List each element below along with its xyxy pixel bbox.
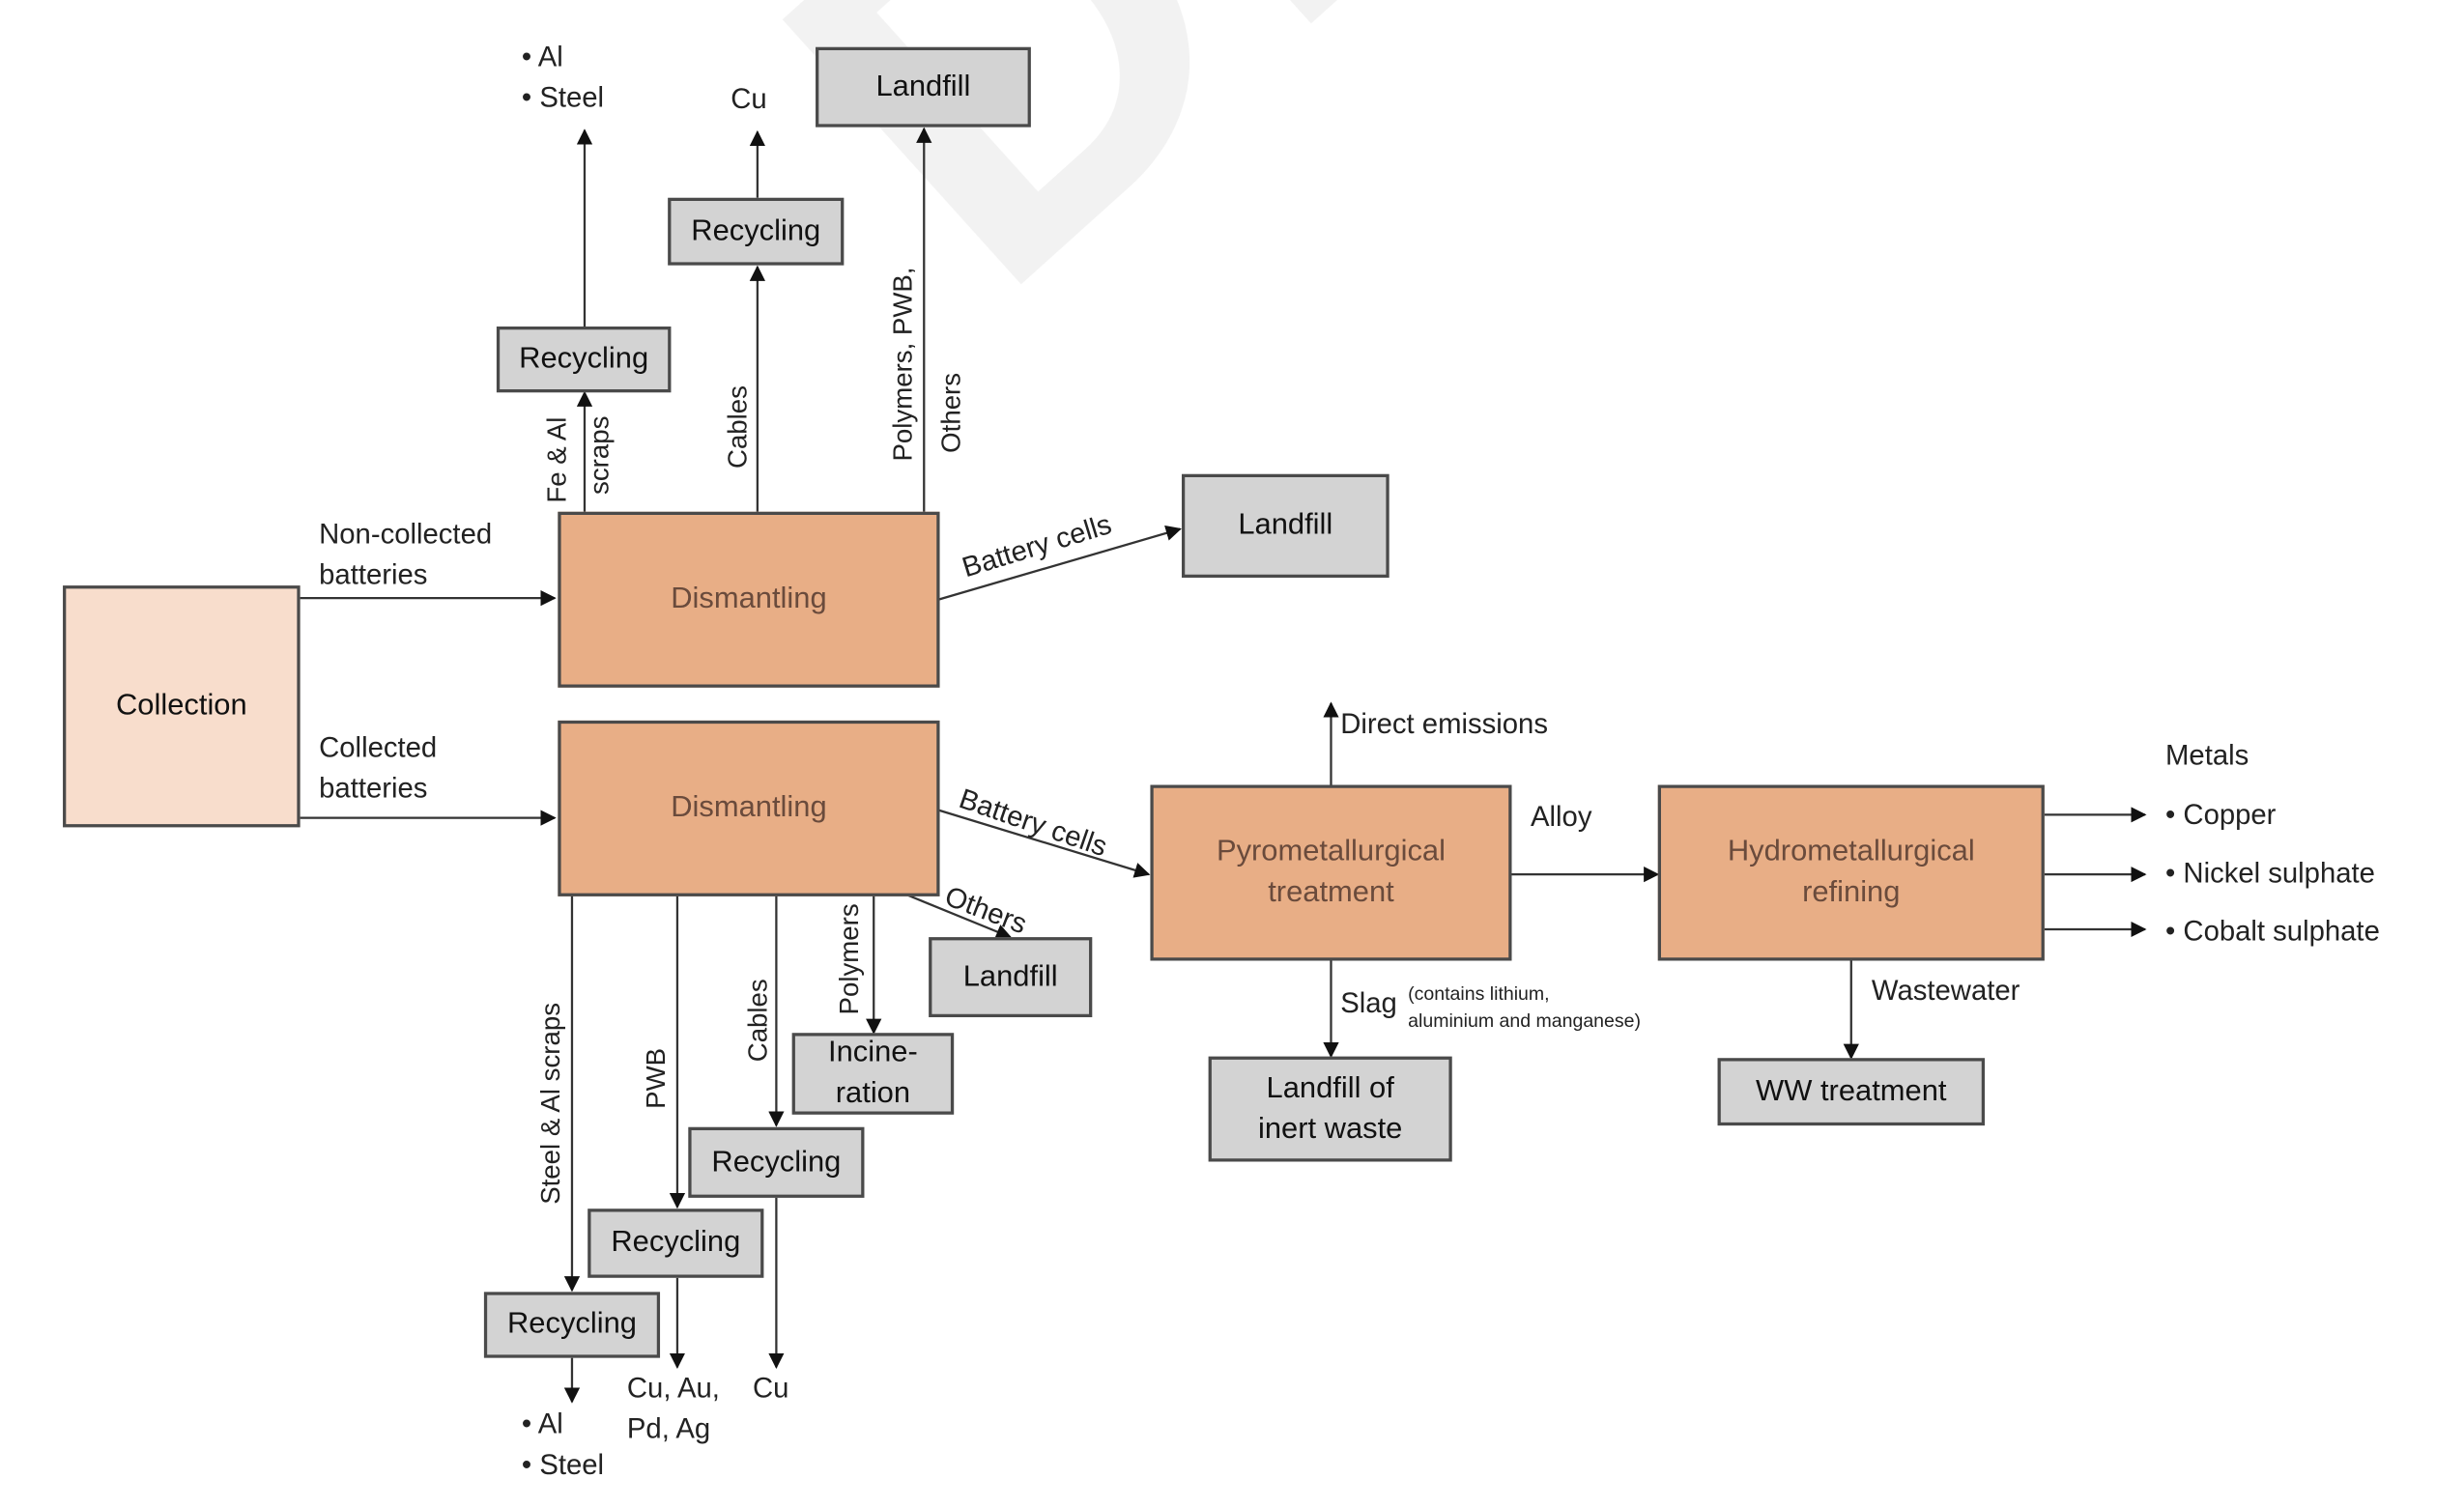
non-collected-label: Non-collected batteries [319,518,493,590]
pyro-line1: Pyrometallurgical [1216,835,1446,868]
collection-label: Collection [115,689,247,723]
dismantling-bottom-box: Dismantling [558,720,940,896]
bottom-precious-output: Cu, Au, Pd, Ag [626,1372,720,1444]
top-cu-output: Cu [731,83,767,115]
recycling-cables-bottom-label: Recycling [711,1145,842,1179]
metal-nickel-sulphate: • Nickel sulphate [2165,857,2375,889]
ww-treatment-label: WW treatment [1756,1074,1947,1108]
recycling-cables-top-label: Recycling [691,213,821,247]
bottom-cu-output: Cu [752,1372,789,1404]
metal-cobalt-sulphate: • Cobalt sulphate [2165,915,2380,947]
landfill-inert-box: Landfill of inert waste [1208,1056,1452,1162]
landfill-top-label: Landfill [875,70,971,103]
recycling-cables-top-box: Recycling [668,197,845,266]
landfill-battery-cells-label: Landfill [1238,508,1333,542]
cables-top-label: Cables [723,385,753,469]
recycling-fe-al-box: Recycling [496,327,672,393]
landfill-inert-line2: inert waste [1257,1112,1403,1146]
slag-note: (contains lithium, aluminium and mangane… [1408,982,1642,1032]
landfill-top-box: Landfill [816,46,1031,128]
hydrometallurgical-box: Hydrometallurgical refining [1657,784,2045,961]
dismantling-top-label: Dismantling [671,582,827,615]
landfill-others-box: Landfill [929,937,1093,1017]
pwb-label: PWB [641,1047,672,1109]
hydro-line2: refining [1802,875,1901,909]
hydro-line1: Hydrometallurgical [1727,835,1975,868]
slag-label: Slag [1340,987,1397,1019]
recycling-pwb-box: Recycling [587,1208,764,1278]
recycling-cables-bottom-box: Recycling [688,1126,865,1198]
recycling-steel-al-label: Recycling [506,1307,637,1341]
dismantling-top-box: Dismantling [558,511,940,688]
metals-title: Metals [2165,739,2249,771]
polymers-label: Polymers [834,903,865,1015]
recycling-fe-al-label: Recycling [519,342,649,376]
metal-copper: • Copper [2165,799,2277,831]
landfill-others-label: Landfill [962,959,1058,993]
alloy-label: Alloy [1531,800,1592,833]
dismantling-bottom-label: Dismantling [671,791,827,825]
ww-treatment-box: WW treatment [1717,1058,1986,1126]
incineration-line1: Incine- [828,1036,918,1069]
landfill-inert-line1: Landfill of [1266,1071,1394,1105]
recycling-pwb-label: Recycling [611,1226,741,1260]
pyrometallurgical-box: Pyrometallurgical treatment [1150,784,1512,961]
arrow-battery-cells-pyro [937,809,1151,878]
collection-box: Collection [63,585,301,828]
incineration-box: Incine- ration [791,1033,955,1115]
fe-al-label: Fe & Al [542,416,572,503]
collected-label: Collected batteries [319,731,438,804]
recycling-steel-al-box: Recycling [483,1292,661,1358]
others-top-label: Others [936,372,967,453]
scraps-label: scraps [584,415,615,495]
pyro-line2: treatment [1268,875,1394,909]
arrow-battery-cells-landfill [937,525,1182,601]
polymers-pwb-label: Polymers, PWB, [887,267,918,462]
landfill-battery-cells-box: Landfill [1181,473,1390,578]
bottom-al-steel-output: • Al • Steel [521,1407,605,1481]
incineration-line2: ration [835,1076,911,1110]
arrow-others-landfill [905,894,1013,940]
wastewater-label: Wastewater [1871,975,2020,1007]
cables-bottom-label: Cables [743,979,774,1063]
top-al-steel-output: • Al • Steel [521,41,605,113]
steel-al-scraps-label: Steel & Al scraps [535,1002,566,1205]
direct-emissions-label: Direct emissions [1340,707,1548,740]
